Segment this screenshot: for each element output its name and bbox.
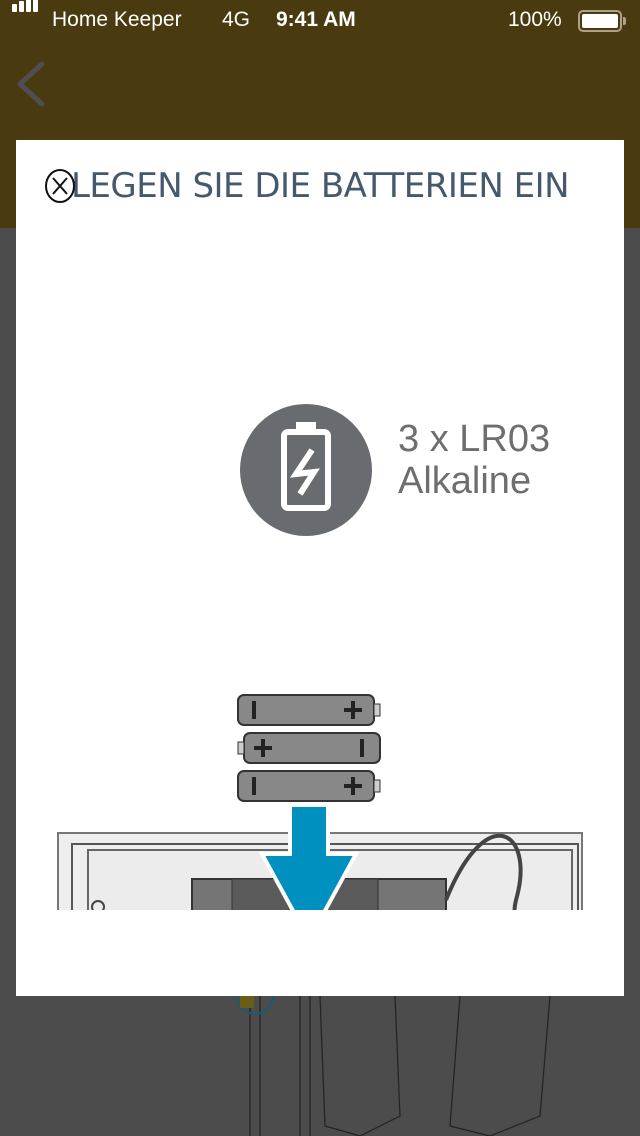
status-bar: Home Keeper 4G 9:41 AM 100% <box>0 0 640 40</box>
battery-circle-icon <box>240 404 372 536</box>
battery-icon <box>578 10 626 32</box>
battery-spec: 3 x LR03 Alkaline <box>398 418 550 502</box>
close-icon[interactable] <box>44 168 76 204</box>
background-mounting-illustration <box>236 996 551 1136</box>
modal-title: LEGEN SIE DIE BATTERIEN EIN <box>70 166 570 206</box>
battery-instruction-modal: LEGEN SIE DIE BATTERIEN EIN <box>16 140 624 996</box>
network-label: 4G <box>222 8 251 31</box>
insert-arrow <box>258 803 360 910</box>
back-chevron-icon[interactable] <box>14 60 54 110</box>
carrier-label: Home Keeper <box>52 8 182 31</box>
battery-percent: 100% <box>508 8 562 31</box>
battery-count: 3 x LR03 <box>398 418 551 460</box>
battery-type: Alkaline <box>398 460 532 502</box>
aaa-batteries <box>237 694 381 802</box>
time-label: 9:41 AM <box>276 8 356 31</box>
battery-insertion-illustration <box>57 404 583 910</box>
